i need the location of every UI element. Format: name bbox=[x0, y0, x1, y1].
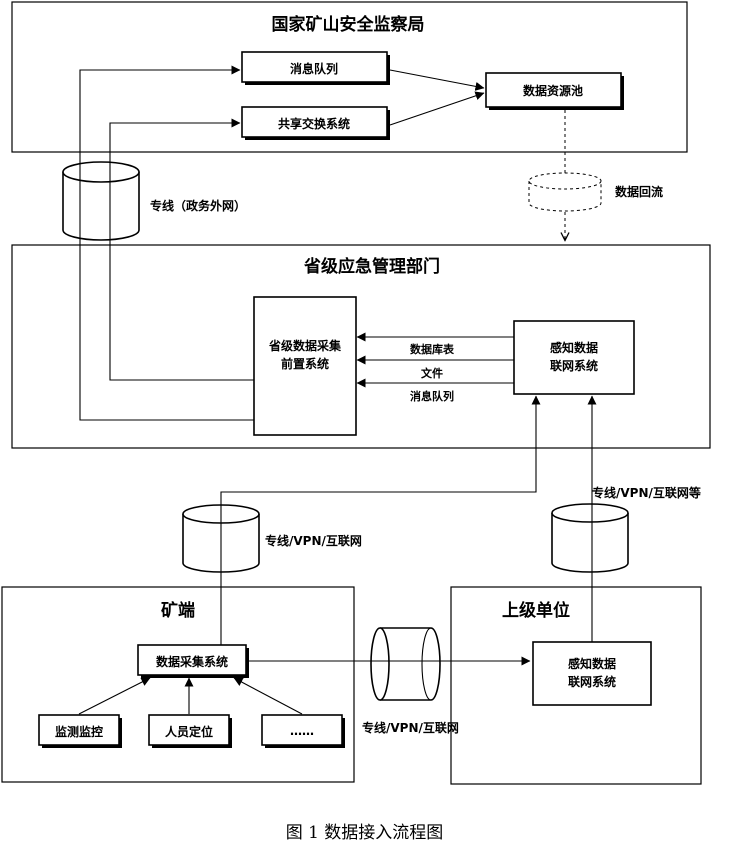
superior-sensing-line2: 联网系统 bbox=[568, 674, 616, 689]
provincial-sensing-line2: 联网系统 bbox=[550, 358, 598, 373]
monitoring-label: 监测监控 bbox=[55, 724, 103, 739]
message-queue-label: 消息队列 bbox=[290, 61, 338, 76]
superior-sensing-line1: 感知数据 bbox=[568, 656, 616, 671]
superior-title: 上级单位 bbox=[502, 600, 570, 621]
dedicated-egov-label: 专线（政务外网） bbox=[150, 198, 246, 213]
provincial-sensing-line1: 感知数据 bbox=[550, 340, 598, 355]
monitoring-arrow bbox=[78, 677, 151, 715]
national-title: 国家矿山安全监察局 bbox=[272, 14, 425, 35]
message-queue-box: 消息队列 bbox=[241, 51, 390, 85]
mine-region: 矿端 数据采集系统 监测监控 人员定位 …… bbox=[1, 586, 355, 783]
more-box: …… bbox=[261, 714, 345, 748]
collection-system-label: 数据采集系统 bbox=[156, 654, 228, 669]
front-system-line2: 前置系统 bbox=[281, 356, 329, 371]
provincial-title: 省级应急管理部门 bbox=[303, 256, 440, 277]
more-label: …… bbox=[290, 724, 314, 738]
provincial-region: 省级应急管理部门 省级数据采集 前置系统 感知数据 联网系统 数据库表 文件 消… bbox=[11, 244, 711, 449]
superior-region: 上级单位 感知数据 联网系统 bbox=[450, 586, 702, 785]
personnel-positioning-label: 人员定位 bbox=[165, 724, 213, 739]
file-label: 文件 bbox=[421, 366, 443, 380]
front-to-exchange-line bbox=[109, 118, 254, 381]
database-label: 数据库表 bbox=[410, 342, 455, 356]
provincial-sensing-box: 感知数据 联网系统 bbox=[513, 320, 635, 395]
front-system-line1: 省级数据采集 bbox=[268, 338, 342, 353]
personnel-positioning-box: 人员定位 bbox=[148, 714, 232, 748]
data-backflow-cylinder bbox=[528, 172, 602, 212]
vpn-cylinder-right bbox=[551, 503, 629, 573]
exchange-to-pool-arrow bbox=[389, 91, 485, 126]
data-pool-label: 数据资源池 bbox=[523, 83, 583, 98]
shared-exchange-label: 共享交换系统 bbox=[278, 116, 350, 131]
collection-system-box: 数据采集系统 bbox=[137, 644, 249, 678]
front-to-message-queue-line bbox=[79, 65, 254, 421]
more-arrow bbox=[233, 677, 303, 715]
monitoring-box: 监测监控 bbox=[38, 714, 122, 748]
vpn-right-label: 专线/VPN/互联网等 bbox=[592, 485, 701, 500]
horizontal-vpn-cylinder bbox=[370, 627, 441, 701]
superior-sensing-box: 感知数据 联网系统 bbox=[532, 641, 652, 706]
message-queue-arrow-label: 消息队列 bbox=[410, 389, 454, 403]
mine-title: 矿端 bbox=[161, 600, 195, 621]
shared-exchange-box: 共享交换系统 bbox=[241, 106, 390, 140]
vpn-left-label: 专线/VPN/互联网 bbox=[265, 533, 362, 548]
mq-to-pool-arrow bbox=[389, 69, 485, 91]
data-pool-box: 数据资源池 bbox=[485, 72, 624, 110]
vpn-bottom-label: 专线/VPN/互联网 bbox=[362, 720, 459, 735]
figure-caption: 图 1 数据接入流程图 bbox=[285, 823, 444, 843]
mine-to-provincial-line bbox=[220, 395, 541, 645]
data-backflow-label: 数据回流 bbox=[615, 184, 663, 199]
dedicated-egov-cylinder bbox=[62, 161, 140, 241]
national-region: 国家矿山安全监察局 消息队列 共享交换系统 数据资源池 bbox=[11, 1, 688, 153]
provincial-front-system-box: 省级数据采集 前置系统 bbox=[253, 296, 357, 436]
